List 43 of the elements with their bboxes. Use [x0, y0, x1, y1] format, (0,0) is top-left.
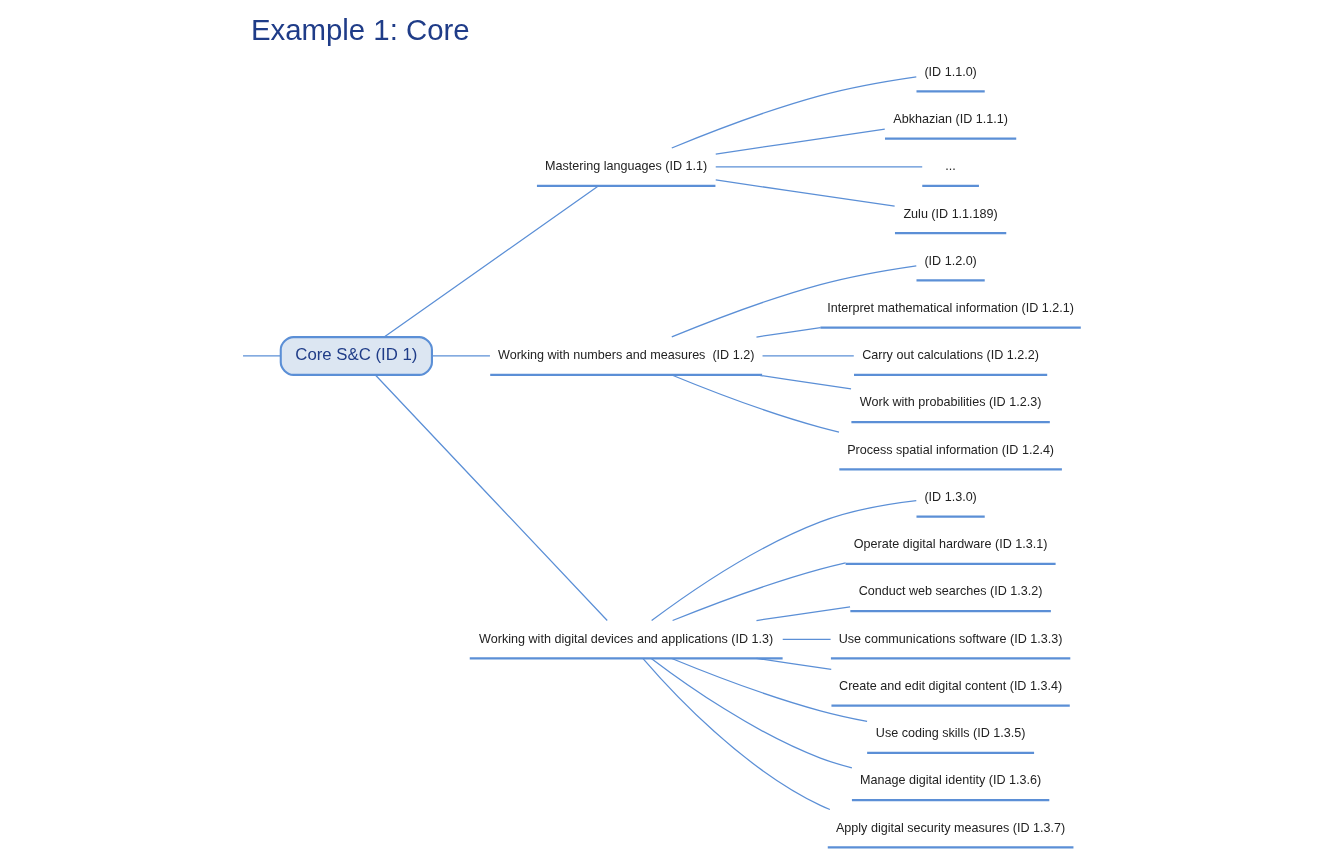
- connector: [374, 374, 608, 622]
- connector: [715, 166, 923, 168]
- connector: [650, 657, 853, 769]
- node-text: Process spatial information (ID 1.2.4): [847, 442, 1055, 457]
- connector: [755, 606, 851, 622]
- node-text: (ID 1.3.0): [924, 489, 977, 504]
- node-text: (ID 1.2.0): [924, 253, 977, 268]
- connector: [782, 638, 832, 641]
- node-text: Working with numbers and measures (ID 1.2): [498, 348, 755, 363]
- node-text: Working with digital devices and applications (ID 1.3): [479, 631, 774, 646]
- node-text: Operate digital hardware (ID 1.3.1): [853, 537, 1048, 552]
- connector: [383, 185, 599, 338]
- node-text: Interpret mathematical information (ID 1.2.1): [827, 300, 1074, 315]
- node-text: ...: [945, 159, 956, 174]
- connector: [755, 374, 852, 390]
- connector: [651, 500, 917, 622]
- node-text: Abkhazian (ID 1.1.1): [893, 112, 1008, 126]
- connector: [715, 179, 896, 207]
- connector: [672, 562, 847, 622]
- node-text: Mastering languages (ID 1.1): [545, 159, 708, 174]
- connector: [755, 327, 822, 338]
- connector: [242, 355, 282, 357]
- node-text: Carry out calculations (ID 1.2.2): [862, 348, 1040, 363]
- node-text: Work with probabilities (ID 1.2.3): [859, 395, 1042, 410]
- node-text: Zulu (ID 1.1.189): [903, 206, 998, 221]
- node-text: Apply digital security measures (ID 1.3.7): [835, 820, 1066, 835]
- node-text: (ID 1.1.0): [924, 64, 977, 79]
- connector: [671, 374, 840, 433]
- node-text: Create and edit digital content (ID 1.3.4): [839, 678, 1063, 693]
- node-text: Use coding skills (ID 1.3.5): [875, 726, 1026, 741]
- node-text: Manage digital identity (ID 1.3.6): [860, 773, 1042, 788]
- connector: [671, 76, 917, 149]
- connector: [671, 657, 868, 723]
- node-box: Core S&C (ID 1): [279, 336, 433, 376]
- connector: [715, 128, 886, 155]
- node-text: Conduct web searches (ID 1.3.2): [858, 584, 1043, 599]
- connector: [431, 355, 491, 357]
- connector: [755, 657, 832, 670]
- connector: [671, 265, 917, 338]
- connector: [642, 657, 831, 811]
- connector: [761, 355, 855, 357]
- diagram-title: Example 1: Core: [250, 13, 470, 47]
- node-text: Use communications software (ID 1.3.3): [838, 631, 1063, 646]
